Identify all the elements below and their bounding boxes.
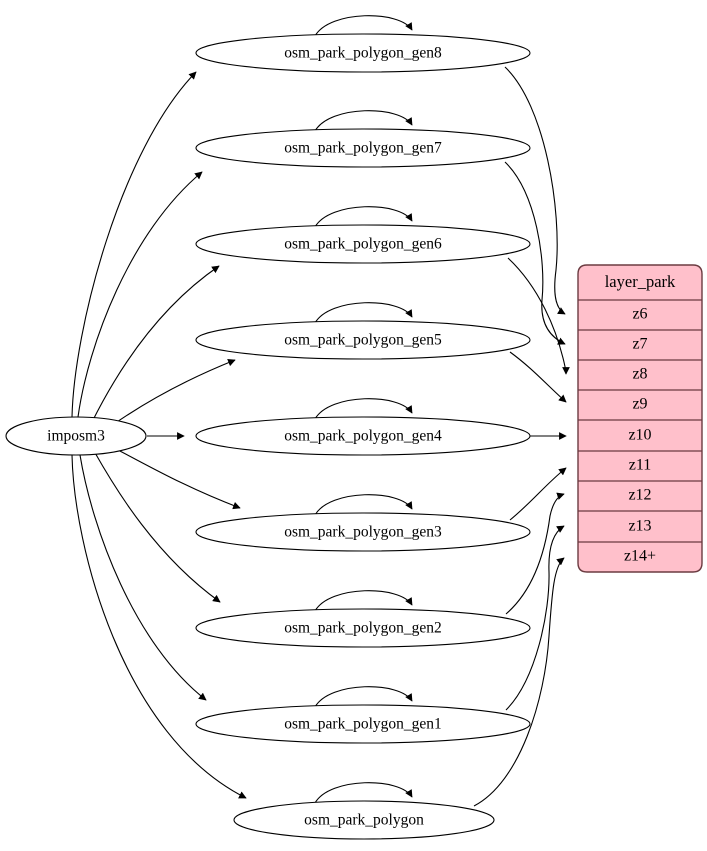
edge-gen8-to-z6 [504, 66, 566, 315]
node-osm_park_polygon-label: osm_park_polygon [304, 812, 424, 829]
layer-park-row-z11[interactable]: z11 [578, 457, 702, 482]
node-osm_park_polygon_gen7-label: osm_park_polygon_gen7 [284, 140, 442, 157]
node-osm_park_polygon_gen5[interactable]: osm_park_polygon_gen5 [195, 320, 531, 360]
node-osm_park_polygon_gen4-shape[interactable] [195, 416, 531, 456]
edge-gen6-to-z8 [507, 257, 570, 375]
layer-park-row-z13-label: z13 [628, 518, 651, 535]
node-osm_park_polygon_gen7-shape[interactable] [195, 128, 531, 168]
layer-park-row-z14plus-label: z14+ [624, 548, 656, 565]
node-osm_park_polygon_gen2-shape[interactable] [195, 608, 531, 648]
layer-park-row-z6[interactable]: z6 [578, 306, 702, 331]
source-edge-group [71, 71, 247, 799]
edge-imposm3-to-gen2 [93, 450, 221, 603]
table-edge-group [473, 66, 570, 807]
self-loop-gen3 [314, 494, 413, 516]
edge-gen7-to-z7 [504, 161, 566, 345]
node-osm_park_polygon_gen1[interactable]: osm_park_polygon_gen1 [195, 704, 531, 744]
node-imposm3[interactable]: imposm3 [5, 416, 147, 456]
node-osm_park_polygon_gen5-shape[interactable] [195, 320, 531, 360]
layer-park-row-z8-label: z8 [632, 366, 647, 383]
self-loop-polygon [314, 782, 413, 804]
layer-park-row-z8[interactable]: z8 [578, 366, 702, 391]
edge-gen2-to-z12 [505, 492, 565, 615]
node-imposm3-shape[interactable] [5, 416, 147, 456]
node-osm_park_polygon_gen5-label: osm_park_polygon_gen5 [284, 332, 442, 349]
edge-imposm3-to-gen7 [77, 171, 203, 418]
layer-park-row-z9-label: z9 [632, 396, 647, 413]
node-osm_park_polygon_gen2[interactable]: osm_park_polygon_gen2 [195, 608, 531, 648]
layer-park-row-z7-label: z7 [632, 336, 647, 353]
self-loop-gen8 [314, 15, 413, 37]
edge-imposm3-to-gen5 [113, 359, 236, 425]
node-osm_park_polygon_gen8[interactable]: osm_park_polygon_gen8 [195, 33, 531, 73]
self-loop-gen2 [314, 590, 413, 612]
node-osm_park_polygon[interactable]: osm_park_polygon [233, 800, 495, 840]
node-imposm3-label: imposm3 [47, 428, 105, 445]
layer-park-row-z14plus[interactable]: z14+ [624, 548, 656, 565]
node-osm_park_polygon_gen1-shape[interactable] [195, 704, 531, 744]
edge-imposm3-to-gen6 [91, 265, 220, 423]
node-osm_park_polygon_gen4[interactable]: osm_park_polygon_gen4 [195, 416, 531, 456]
node-osm_park_polygon_gen2-label: osm_park_polygon_gen2 [284, 620, 442, 637]
node-osm_park_polygon_gen3-label: osm_park_polygon_gen3 [284, 524, 442, 541]
self-loop-gen7 [314, 110, 413, 132]
self-loop-group [314, 15, 413, 804]
node-osm_park_polygon_gen3[interactable]: osm_park_polygon_gen3 [195, 512, 531, 552]
edge-imposm3-to-polygon [71, 454, 247, 799]
layer-park-row-z10[interactable]: z10 [578, 427, 702, 452]
node-osm_park_polygon_gen6-label: osm_park_polygon_gen6 [284, 236, 442, 253]
edge-gen5-to-z9 [509, 351, 567, 403]
layer-park-row-z12[interactable]: z12 [578, 487, 702, 512]
node-osm_park_polygon_gen4-label: osm_park_polygon_gen4 [284, 428, 442, 445]
layer-park-row-z11-label: z11 [629, 457, 652, 474]
layer-park-header-label: layer_park [605, 272, 676, 291]
node-osm_park_polygon_gen6[interactable]: osm_park_polygon_gen6 [195, 224, 531, 264]
node-osm_park_polygon_gen8-label: osm_park_polygon_gen8 [284, 45, 442, 62]
layer-park-row-z13[interactable]: z13 [578, 518, 702, 543]
edge-imposm3-to-gen3 [113, 447, 241, 510]
self-loop-gen4 [314, 398, 413, 420]
edge-gen3-to-z11 [509, 467, 567, 521]
edge-imposm3-to-gen8 [71, 71, 197, 418]
node-osm_park_polygon_gen8-shape[interactable] [195, 33, 531, 73]
layer-park-row-z6-label: z6 [632, 306, 647, 323]
layer-park-row-z12-label: z12 [628, 487, 651, 504]
self-loop-gen1 [314, 686, 413, 708]
node-osm_park_polygon_gen6-shape[interactable] [195, 224, 531, 264]
node-group: imposm3 osm_park_polygon_gen8 osm_park_p… [5, 33, 531, 840]
node-osm_park_polygon_gen1-label: osm_park_polygon_gen1 [284, 716, 442, 733]
self-loop-gen6 [314, 206, 413, 228]
edge-imposm3-to-gen1 [79, 454, 207, 701]
self-loop-gen5 [314, 302, 413, 324]
node-osm_park_polygon_gen3-shape[interactable] [195, 512, 531, 552]
node-osm_park_polygon-shape[interactable] [233, 800, 495, 840]
edge-gen1-to-z13 [505, 525, 565, 711]
layer-park-row-z10-label: z10 [628, 427, 651, 444]
layer-park-row-z9[interactable]: z9 [578, 396, 702, 421]
layer-park-row-z7[interactable]: z7 [578, 336, 702, 361]
edge-polygon-to-z14 [473, 557, 565, 807]
node-osm_park_polygon_gen7[interactable]: osm_park_polygon_gen7 [195, 128, 531, 168]
layer-park-table-background [577, 264, 703, 573]
layer-park-table[interactable]: layer_park z6 z7 z8 z9 z10 [577, 264, 703, 573]
